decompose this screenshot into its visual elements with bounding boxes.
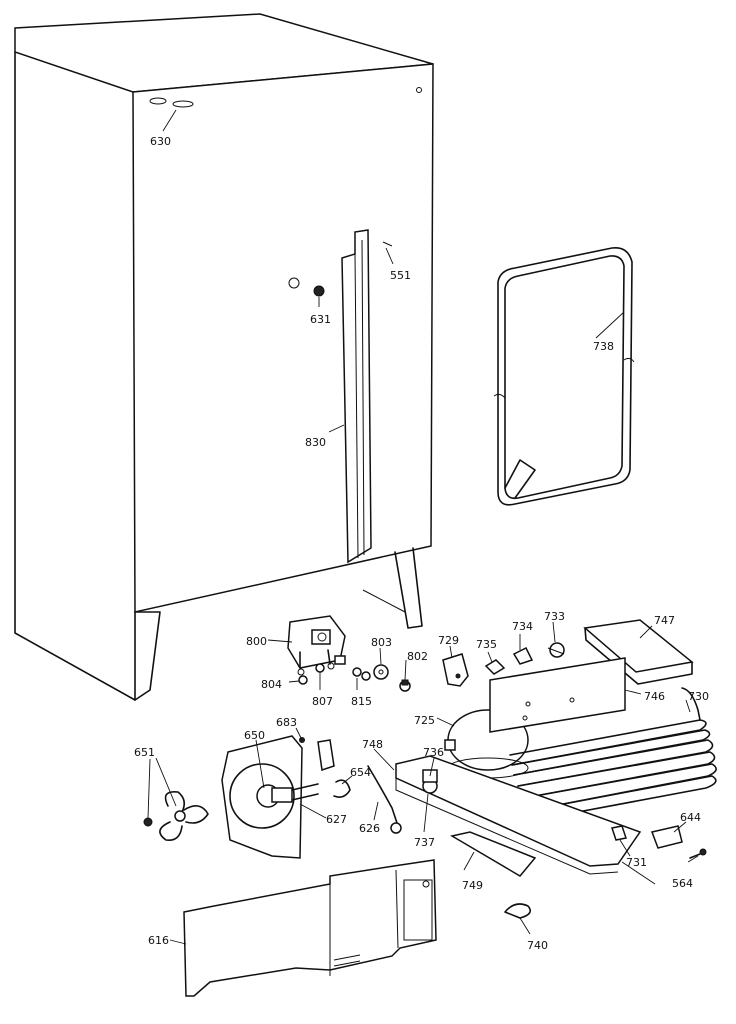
label-800: 800 [246, 635, 267, 648]
label-644: 644 [680, 811, 701, 824]
label-650: 650 [244, 729, 265, 742]
label-631: 631 [310, 313, 331, 326]
part-651-fan-blade [143, 790, 209, 842]
label-731: 731 [626, 856, 647, 869]
part-738-gasket [493, 246, 635, 506]
label-740: 740 [527, 939, 548, 952]
label-551: 551 [390, 269, 411, 282]
label-651: 651 [134, 746, 155, 759]
label-737: 737 [414, 836, 435, 849]
label-815: 815 [351, 695, 372, 708]
label-803: 803 [371, 636, 392, 649]
cabinet [14, 13, 434, 701]
part-730-condenser-coil [509, 687, 717, 819]
label-747: 747 [654, 614, 675, 627]
part-749-plate [449, 831, 537, 877]
label-804: 804 [261, 678, 282, 691]
wire-harness-parts [333, 765, 402, 834]
part-labels: 630 551 631 738 830 800 803 802 804 807 … [134, 135, 709, 952]
part-740-clip [504, 903, 531, 919]
label-748: 748 [362, 738, 383, 751]
label-746: 746 [644, 690, 665, 703]
label-725: 725 [414, 714, 435, 727]
label-735: 735 [476, 638, 497, 651]
label-654: 654 [350, 766, 371, 779]
label-807: 807 [312, 695, 333, 708]
label-630: 630 [150, 135, 171, 148]
label-627: 627 [326, 813, 347, 826]
label-738: 738 [593, 340, 614, 353]
label-729: 729 [438, 634, 459, 647]
label-683: 683 [276, 716, 297, 729]
part-746-compressor-cover [489, 657, 626, 733]
relay-parts [442, 642, 565, 687]
small-fittings [298, 663, 411, 692]
label-749: 749 [462, 879, 483, 892]
label-730: 730 [688, 690, 709, 703]
part-747-drain-pan [583, 619, 694, 685]
part-800-water-valve [287, 615, 346, 676]
label-564: 564 [672, 877, 693, 890]
label-802: 802 [407, 650, 428, 663]
label-736: 736 [423, 746, 444, 759]
label-626: 626 [359, 822, 380, 835]
label-734: 734 [512, 620, 533, 633]
part-830-channel [341, 229, 372, 564]
leader-lines [147, 109, 699, 945]
part-616-rear-panel [183, 859, 437, 997]
part-650-fan-motor [221, 735, 335, 859]
label-616: 616 [148, 934, 169, 947]
label-830: 830 [305, 436, 326, 449]
label-733: 733 [544, 610, 565, 623]
